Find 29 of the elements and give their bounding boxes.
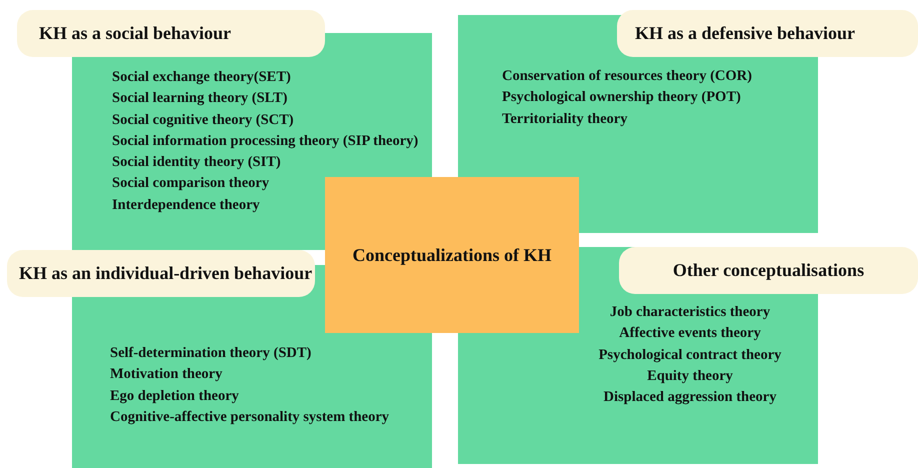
theory-item: Affective events theory bbox=[619, 324, 761, 344]
theory-item: Conservation of resources theory (COR) bbox=[502, 67, 752, 86]
theory-item: Job characteristics theory bbox=[610, 303, 770, 322]
theory-item: Territoriality theory bbox=[502, 110, 628, 129]
theory-item: Social cognitive theory (SCT) bbox=[112, 110, 294, 130]
theory-item: Psychological ownership theory (POT) bbox=[502, 88, 741, 108]
heading-pill bbox=[619, 247, 918, 294]
theory-item: Motivation theory bbox=[110, 365, 222, 384]
theory-item: Social comparison theory bbox=[112, 174, 270, 194]
heading: KH as an individual-driven behaviour bbox=[19, 263, 312, 284]
heading-pill bbox=[617, 10, 918, 57]
central-title: Conceptualizations of KH bbox=[352, 244, 552, 266]
heading-pill bbox=[17, 10, 325, 57]
theory-item: Social exchange theory(SET) bbox=[112, 68, 291, 87]
theory-item: Self-determination theory (SDT) bbox=[110, 344, 312, 363]
theory-item: Interdependence theory bbox=[112, 196, 260, 215]
theory-item: Psychological contract theory bbox=[598, 346, 782, 365]
theory-item: Displaced aggression theory bbox=[604, 388, 776, 408]
heading: KH as a defensive behaviour bbox=[635, 23, 856, 44]
theory-item: Social information processing theory (SIP theory) bbox=[112, 132, 418, 151]
heading: KH as a social behaviour bbox=[39, 23, 232, 44]
theory-item: Social identity theory (SIT) bbox=[112, 153, 281, 172]
theory-item: Ego depletion theory bbox=[110, 386, 239, 406]
heading: Other conceptualisations bbox=[672, 260, 864, 281]
central-box bbox=[325, 177, 579, 333]
theory-item: Cognitive-affective personality system theory bbox=[110, 408, 390, 427]
theory-item: Social learning theory (SLT) bbox=[112, 89, 288, 108]
heading-pill bbox=[7, 250, 315, 297]
theory-item: Equity theory bbox=[647, 366, 733, 386]
